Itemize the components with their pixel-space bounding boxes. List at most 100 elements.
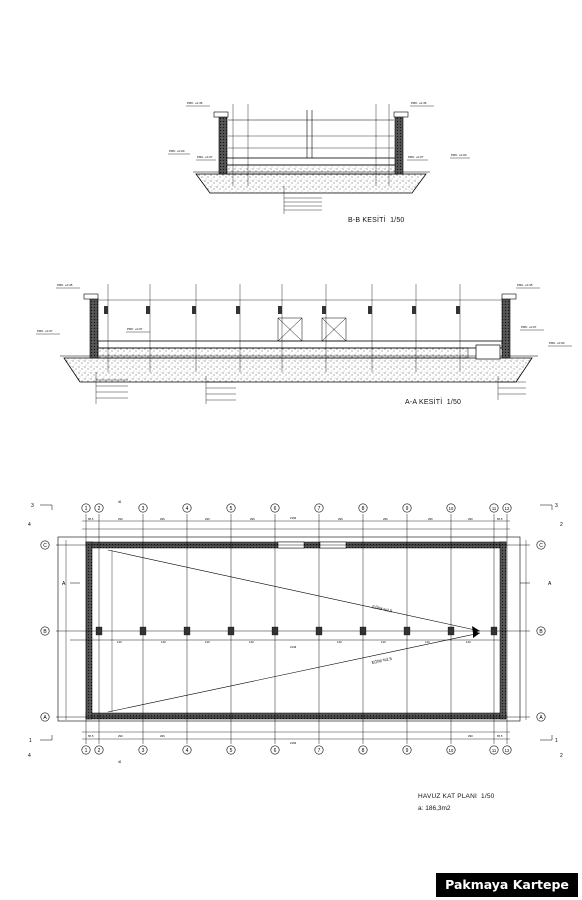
grid-bubble-label-bottom-9: 9	[406, 748, 409, 754]
grid-bubbles-letters: C C B B A A	[40, 540, 546, 722]
section-bb-title-text: B-B KESİTİ	[348, 217, 386, 224]
plan-title-text: HAVUZ KAT PLANI	[418, 793, 477, 800]
grid-bubble-label-row-A-right: A	[539, 715, 543, 721]
svg-text:290: 290	[468, 517, 473, 521]
grid-bubble-row-C-left	[40, 540, 50, 550]
grid-bubble-label-bottom-10: 10	[449, 748, 454, 753]
grid-bubble-bottom-11	[489, 745, 499, 755]
svg-text:B: B	[117, 500, 122, 503]
svg-text:PRK: +0.45: PRK: +0.45	[187, 101, 203, 105]
grid-bubble-label-row-A-left: A	[43, 715, 47, 721]
svg-text:PRK: +0.45: PRK: +0.45	[411, 101, 427, 105]
grid-bubble-top-1	[81, 503, 91, 513]
grid-bubble-row-A-left	[40, 712, 50, 722]
grid-bubble-label-bottom-3: 3	[142, 748, 145, 754]
grid-bubble-top-10	[446, 503, 456, 513]
svg-text:PRK: +0.00: PRK: +0.00	[451, 153, 467, 157]
plan-title: HAVUZ KAT PLANI 1/50	[418, 793, 494, 800]
svg-text:1: 1	[555, 738, 558, 744]
grid-bubble-top-6	[270, 503, 280, 513]
grid-bubble-label-top-3: 3	[142, 506, 145, 512]
grid-bubble-label-bottom-8: 8	[362, 748, 365, 754]
section-bb-drawing: PRK: +0.45 PRK: +0.45 PRK: +0.07 PRK: +0…	[168, 101, 470, 214]
svg-text:2166: 2166	[290, 741, 297, 745]
grid-bubble-label-bottom-6: 6	[274, 748, 277, 754]
svg-text:3: 3	[555, 503, 558, 509]
slope-label-top: EĞİM %2.5	[372, 604, 394, 613]
svg-text:140: 140	[337, 640, 342, 644]
grid-bubble-label-top-1: 1	[85, 506, 88, 512]
grid-bubble-label-top-5: 5	[230, 506, 233, 512]
svg-text:1: 1	[29, 738, 32, 744]
grid-bubble-label-top-10: 10	[449, 506, 454, 511]
grid-bubble-label-bottom-2: 2	[98, 748, 101, 754]
grid-bubble-top-9	[402, 503, 412, 513]
svg-text:140: 140	[466, 640, 471, 644]
section-aa-title-text: A-A KESİTİ	[405, 399, 443, 406]
grid-bubble-label-bottom-12: 12	[505, 748, 510, 753]
plan-area: a: 186,3m2	[418, 805, 451, 812]
grid-bubble-row-B-right	[536, 626, 546, 636]
grid-bubble-bottom-7	[314, 745, 324, 755]
grid-bubble-label-bottom-7: 7	[318, 748, 321, 754]
svg-text:B: B	[117, 760, 122, 763]
grid-bubble-top-4	[182, 503, 192, 513]
grid-bubble-top-3	[138, 503, 148, 513]
grid-bubble-bottom-6	[270, 745, 280, 755]
section-bb-scale: 1/50	[390, 217, 405, 224]
svg-text:65,5: 65,5	[497, 734, 503, 738]
grid-bubble-label-row-C-right: C	[539, 543, 543, 549]
svg-text:140: 140	[425, 640, 430, 644]
watermark-badge: Pakmaya Kartepe	[436, 873, 578, 897]
svg-text:290: 290	[118, 517, 123, 521]
grid-bubble-label-top-9: 9	[406, 506, 409, 512]
svg-text:3: 3	[31, 503, 34, 509]
svg-text:A: A	[62, 581, 66, 587]
grid-bubble-top-8	[358, 503, 368, 513]
svg-text:PRK: +0.00: PRK: +0.00	[549, 341, 565, 345]
grid-bubble-label-bottom-4: 4	[186, 748, 189, 754]
svg-text:2166: 2166	[290, 516, 297, 520]
svg-text:140: 140	[205, 640, 210, 644]
grid-bubble-label-row-B-right: B	[539, 629, 543, 635]
section-aa-scale: 1/50	[446, 399, 462, 406]
grid-bubble-bottom-2	[94, 745, 104, 755]
svg-text:2139: 2139	[290, 645, 297, 649]
grid-bubble-label-bottom-1: 1	[85, 748, 88, 754]
svg-text:PRK: +0.07: PRK: +0.07	[521, 325, 537, 329]
svg-text:140: 140	[249, 640, 254, 644]
grid-bubble-top-7	[314, 503, 324, 513]
svg-text:296: 296	[250, 517, 255, 521]
svg-text:PRK: +0.45: PRK: +0.45	[517, 283, 533, 287]
grid-bubble-bottom-5	[226, 745, 236, 755]
grid-bubble-bottom-10	[446, 745, 456, 755]
grid-bubble-row-A-right	[536, 712, 546, 722]
svg-text:PRK: +0.07: PRK: +0.07	[408, 155, 424, 159]
svg-text:65,5: 65,5	[88, 734, 94, 738]
grid-bubble-bottom-3	[138, 745, 148, 755]
grid-bubble-bottom-12	[502, 745, 512, 755]
svg-text:140: 140	[161, 640, 166, 644]
grid-bubble-label-bottom-11: 11	[492, 748, 497, 753]
svg-text:65,5: 65,5	[497, 517, 503, 521]
slope-label-bottom: EĞİM %2.5	[371, 656, 393, 665]
svg-text:296: 296	[160, 734, 165, 738]
grid-bubble-label-top-11: 11	[492, 506, 497, 511]
svg-text:140: 140	[117, 640, 122, 644]
grid-bubble-row-C-right	[536, 540, 546, 550]
grid-bubble-label-row-C-left: C	[43, 543, 47, 549]
grid-bubble-top-11	[489, 503, 499, 513]
svg-text:296: 296	[160, 517, 165, 521]
svg-text:296: 296	[428, 517, 433, 521]
svg-text:PRK: +0.07: PRK: +0.07	[197, 155, 213, 159]
grid-bubble-top-12	[502, 503, 512, 513]
grid-bubble-row-B-left	[40, 626, 50, 636]
svg-text:4: 4	[28, 753, 31, 759]
grid-bubble-top-5	[226, 503, 236, 513]
grid-bubble-bottom-4	[182, 745, 192, 755]
svg-text:PRK: +0.45: PRK: +0.45	[57, 283, 73, 287]
svg-text:296: 296	[383, 517, 388, 521]
grid-bubble-label-row-B-left: B	[43, 629, 47, 635]
